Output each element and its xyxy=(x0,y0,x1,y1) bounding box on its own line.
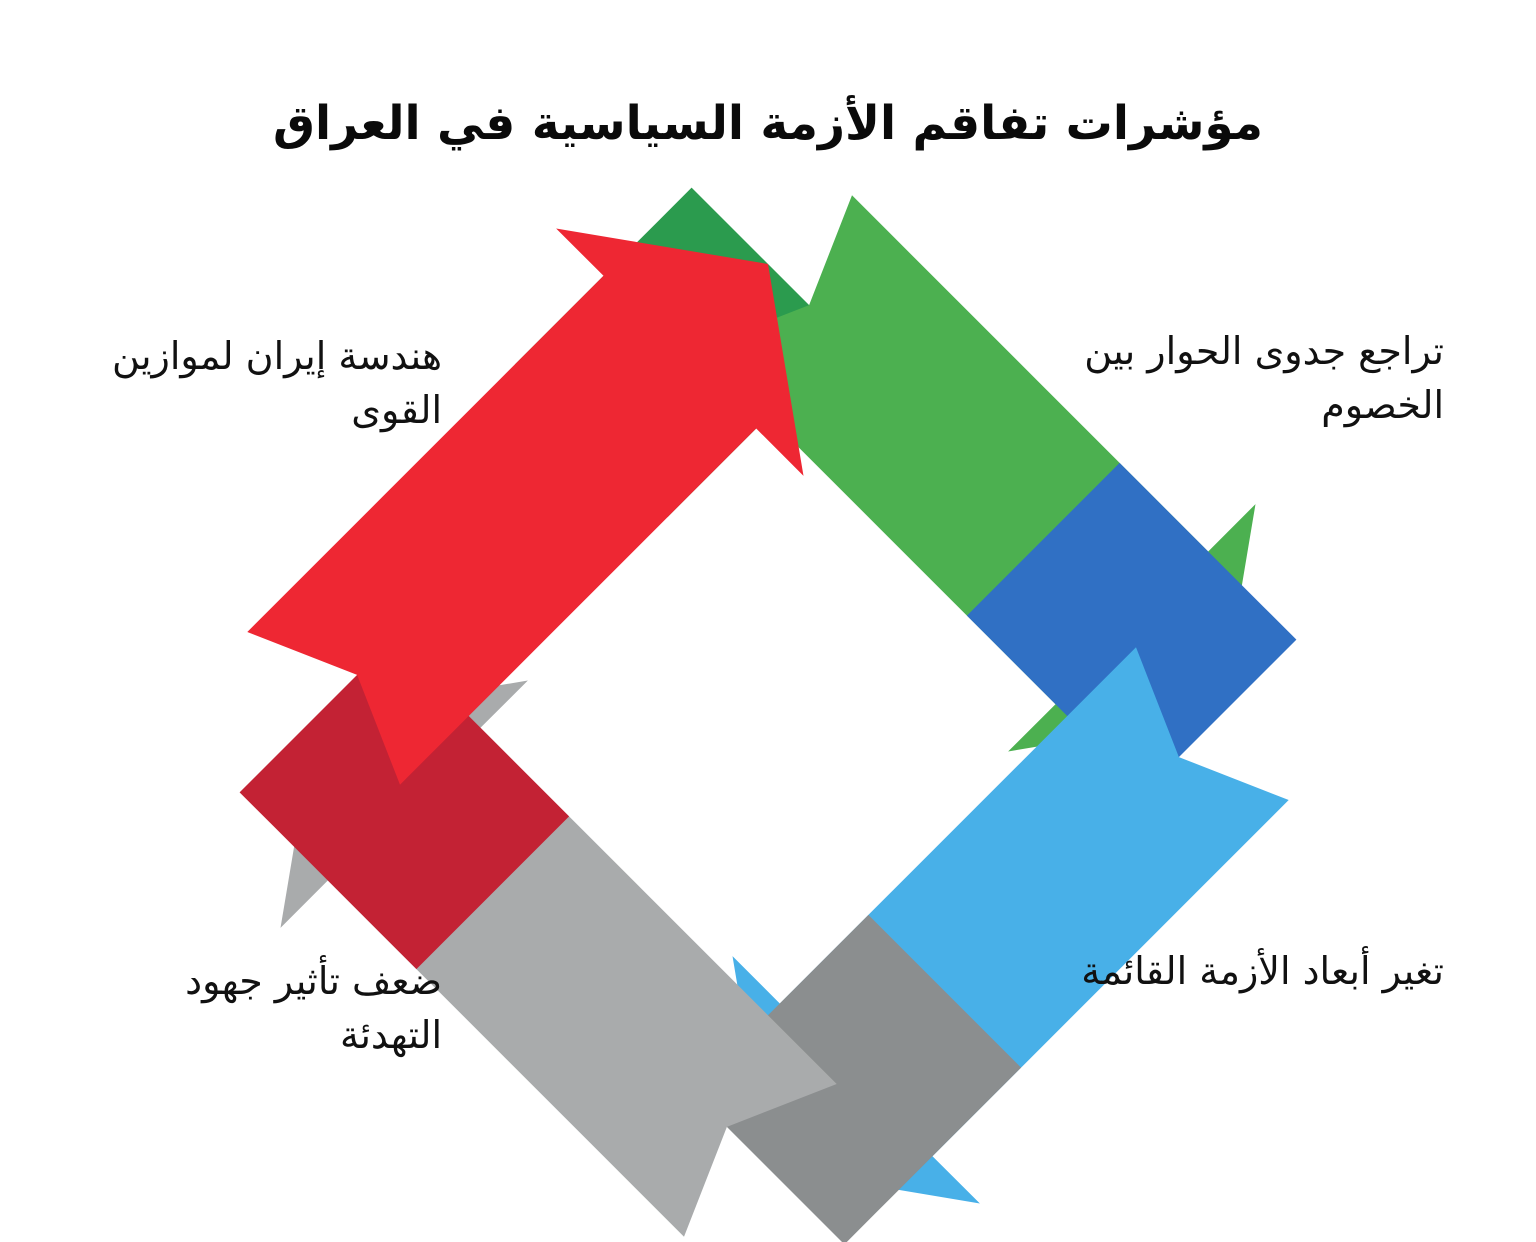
page-title: مؤشرات تفاقم الأزمة السياسية في العراق xyxy=(272,96,1263,151)
arrow-bottom-left-tail xyxy=(691,914,1022,1242)
cycle-label-bottom-left: ضعف تأثير جهود التهدئة xyxy=(185,959,442,1057)
arrow-top-left xyxy=(239,228,804,970)
cycle-label-top-left: هندسة إيران لموازين القوى xyxy=(112,334,442,432)
arrow-top-left-tail xyxy=(239,639,570,970)
cycle-label-bottom-right: تغير أبعاد الأزمة القائمة xyxy=(1081,949,1444,993)
arrow-bottom-right-tail xyxy=(966,462,1297,793)
arrow-top-left-head xyxy=(247,228,804,785)
cycle-label-top-right: تراجع جدوى الحوار بين الخصوم xyxy=(1084,329,1444,427)
